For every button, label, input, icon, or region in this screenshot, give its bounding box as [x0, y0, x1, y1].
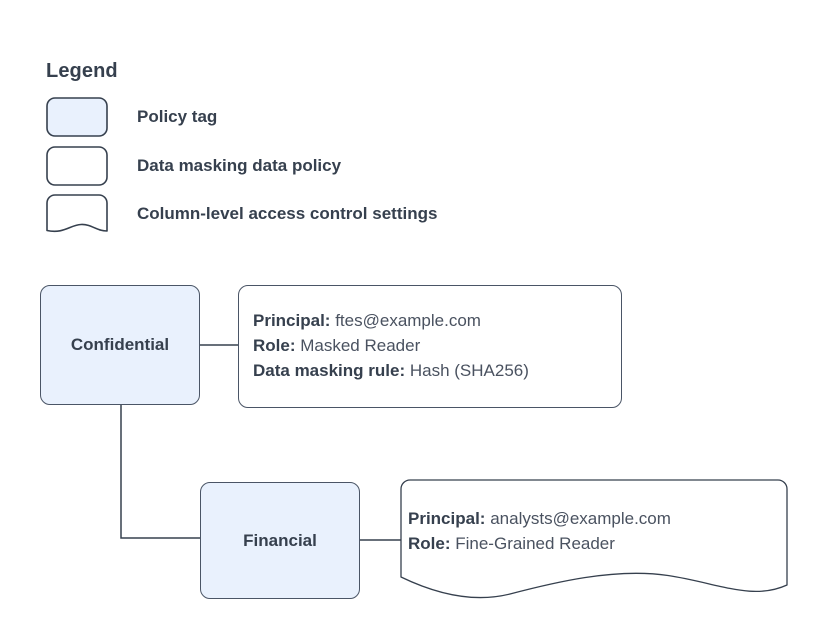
legend-item-column-access-settings: Column-level access control settings: [46, 194, 437, 234]
legend-title: Legend: [46, 60, 118, 82]
column-access-settings-swatch-icon: [46, 194, 108, 234]
card-value: Fine-Grained Reader: [455, 534, 615, 553]
policy-tag-node-financial[interactable]: Financial: [200, 482, 360, 599]
policy-tag-node-confidential[interactable]: Confidential: [40, 285, 200, 405]
card-key: Principal:: [253, 311, 331, 330]
card-text-confidential: Principal: ftes@example.com Role: Masked…: [253, 308, 529, 383]
legend-item-data-masking-policy: Data masking data policy: [46, 146, 341, 186]
card-line: Principal: ftes@example.com: [253, 308, 529, 333]
card-key: Principal:: [408, 509, 486, 528]
legend-item-policy-tag: Policy tag: [46, 97, 217, 137]
data-masking-policy-card-confidential[interactable]: Principal: ftes@example.com Role: Masked…: [238, 285, 622, 408]
connector-confidential-to-financial: [120, 404, 201, 539]
card-key: Role:: [253, 336, 296, 355]
card-line: Role: Masked Reader: [253, 333, 529, 358]
policy-tag-label-financial: Financial: [243, 530, 317, 550]
card-line: Role: Fine-Grained Reader: [408, 531, 671, 556]
card-text-financial: Principal: analysts@example.com Role: Fi…: [408, 506, 671, 556]
card-value: analysts@example.com: [490, 509, 671, 528]
legend-label-data-masking-policy: Data masking data policy: [137, 156, 342, 175]
policy-tag-swatch-icon: [46, 97, 108, 137]
wavy-card-shape: [400, 479, 788, 599]
legend-label-column-access-settings: Column-level access control settings: [137, 204, 438, 223]
card-line: Principal: analysts@example.com: [408, 506, 671, 531]
card-key: Role:: [408, 534, 451, 553]
data-masking-policy-swatch-icon: [46, 146, 108, 186]
column-access-settings-card-financial[interactable]: Principal: analysts@example.com Role: Fi…: [400, 479, 788, 601]
card-line: Data masking rule: Hash (SHA256): [253, 358, 529, 383]
policy-tag-label-confidential: Confidential: [70, 335, 170, 354]
legend-label-policy-tag: Policy tag: [137, 107, 218, 126]
card-value: Masked Reader: [300, 336, 421, 355]
card-value: Hash (SHA256): [409, 361, 529, 380]
card-value: ftes@example.com: [335, 311, 481, 330]
card-key: Data masking rule:: [253, 361, 406, 380]
